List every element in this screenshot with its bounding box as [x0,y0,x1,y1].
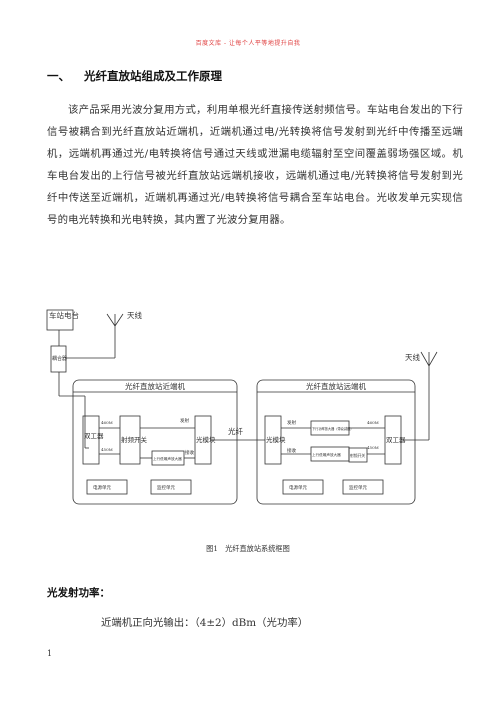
station-radio-label: 车站电台 [49,310,79,320]
page-number: 1 [47,649,53,658]
system-block-diagram: 车站电台 耦合器 天线 天线 光纤 光纤直放站近端机 双工器 射频开关 光模块 … [45,308,455,508]
near-freq-top: 460M [101,420,113,425]
section-title: 光纤直放站组成及工作原理 [84,69,222,83]
near-rf-switch-label: 射频开关 [121,435,148,444]
near-unit-title: 光纤直放站近端机 [125,381,185,391]
diagram-svg: 车站电台 耦合器 天线 天线 光纤 光纤直放站近端机 双工器 射频开关 光模块 … [46,309,438,505]
coupler-label: 耦合器 [52,355,67,362]
antenna-left-label: 天线 [127,310,142,320]
watermark: 百度文库 - 让每个人平等地提升自我 [195,40,301,47]
far-power-label: 电源单元 [289,484,307,491]
far-freq-top: 460M [367,420,379,425]
figure-caption: 图1 光纤直放站系统框图 [206,544,290,553]
far-optical-module-label: 光模块 [266,435,286,444]
far-unit-title: 光纤直放站远端机 [306,381,366,391]
antenna-right-label: 天线 [405,352,420,362]
section-heading: 一、光纤直放站组成及工作原理 [47,68,222,84]
near-power-label: 电源单元 [93,484,111,491]
spec-line: 近端机正向光输出：（4±2）dBm（光功率） [101,617,309,629]
near-rx-tag: 接收 [185,449,194,456]
near-freq-bottom: 450M [101,447,113,452]
near-tx-tag: 发射 [180,417,189,424]
near-optical-module-label: 光模块 [196,435,216,444]
section-number: 一、 [47,69,70,83]
far-monitor-label: 监控单元 [349,484,367,491]
far-freq-bottom: 450M [367,445,379,450]
far-rf-switch-label: 射频开关 [350,453,365,458]
far-lna-label: 上行低噪声放大器 [312,452,341,457]
antenna-right-icon [401,351,438,441]
power-heading: 光发射功率： [47,587,110,599]
fiber-label: 光纤 [228,426,243,436]
body-paragraph: 该产品采用光波分复用方式，利用单根光纤直接传送射频信号。车站电台发出的下行信号被… [47,104,463,226]
far-duplexer-label: 双工器 [386,436,406,444]
near-monitor-label: 监控单元 [157,484,175,491]
antenna-left-icon [66,313,124,359]
far-pa-label: 下行功率放大器（带衰减器） [312,426,353,431]
far-rx-tag: 接收 [287,447,296,454]
near-amp-label: 上行低噪声放大器 [153,456,182,461]
near-duplexer-label: 双工器 [84,432,104,440]
coupler-box [50,345,67,373]
far-tx-tag: 发射 [287,419,296,426]
station-radio-box [46,309,74,331]
